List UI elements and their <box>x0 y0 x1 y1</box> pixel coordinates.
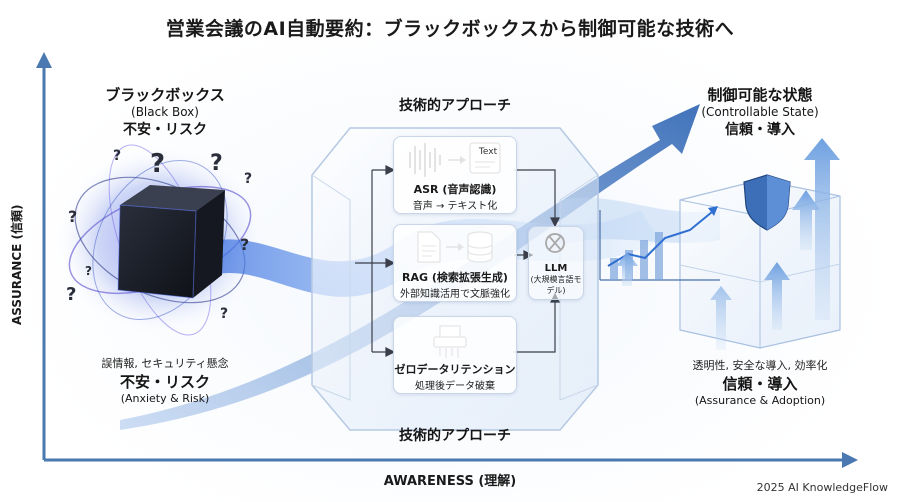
controllable-trust: 信頼・導入 <box>725 122 795 138</box>
approach-top-label: 技術的アプローチ <box>399 98 511 114</box>
approach-bottom-label: 技術的アプローチ <box>399 428 511 444</box>
zero-retention-desc: 処理後データ破棄 <box>415 381 495 392</box>
anxiety-title: 不安・リスク <box>119 373 210 391</box>
question-mark-icon: ? <box>240 235 249 254</box>
axes <box>36 52 858 468</box>
black-box-risk: 不安・リスク <box>123 122 207 138</box>
rag-desc: 外部知識活用で文脈強化 <box>400 289 510 300</box>
rag-title: RAG (検索拡張生成) <box>402 271 508 284</box>
black-box-bottom-label: 誤情報, セキュリティ懸念 不安・リスク (Anxiety & Risk) <box>80 355 250 405</box>
up-arrow-icon <box>616 252 638 286</box>
controllable-subtitle: (Controllable State) <box>701 105 819 119</box>
controllable-title: 制御可能な状態 <box>707 86 813 104</box>
x-axis-label: AWARENESS (理解) <box>383 474 517 489</box>
question-mark-icon: ? <box>113 148 121 164</box>
controllable-top-label: 制御可能な状態 (Controllable State) 信頼・導入 <box>665 84 855 139</box>
controllable-benefits: 透明性, 安全な導入, 効率化 <box>692 359 828 372</box>
black-box-cube <box>117 185 225 299</box>
assurance-subtitle: (Assurance & Adoption) <box>694 394 826 407</box>
asr-desc: 音声 → テキスト化 <box>412 201 498 212</box>
up-arrows-icon <box>764 138 840 330</box>
controllable-bottom-label: 透明性, 安全な導入, 効率化 信頼・導入 (Assurance & Adopt… <box>665 357 855 407</box>
question-mark-icon: ? <box>68 207 77 226</box>
llm-title: LLM <box>544 263 568 274</box>
question-mark-icon: ? <box>244 171 252 187</box>
up-arrow-icon <box>710 286 732 350</box>
question-mark-icon: ? <box>220 306 228 322</box>
question-mark-icon: ? <box>210 151 223 176</box>
footer-credit: 2025 AI KnowledgeFlow <box>756 481 888 494</box>
anxiety-subtitle: (Anxiety & Risk) <box>120 392 210 405</box>
y-axis-arrowhead <box>36 52 52 68</box>
x-axis-arrowhead <box>842 452 858 468</box>
assurance-title: 信頼・導入 <box>722 375 798 393</box>
asr-title: ASR (音声認識) <box>413 183 497 196</box>
zero-retention-card: ゼロデータリテンション 処理後データ破棄 <box>393 316 517 394</box>
question-mark-icon: ? <box>150 149 165 179</box>
black-box-concerns: 誤情報, セキュリティ懸念 <box>101 357 229 370</box>
question-mark-icon: ? <box>66 284 76 305</box>
shield-icon <box>743 174 791 231</box>
text-icon-label: Text <box>478 147 498 157</box>
black-box-title: ブラックボックス <box>105 86 225 104</box>
black-box-subtitle: (Black Box) <box>131 105 199 119</box>
rag-card: RAG (検索拡張生成) 外部知識活用で文脈強化 <box>393 224 517 302</box>
question-marks: ? ? ? ? ? ? ? ? ? <box>66 148 252 322</box>
zero-retention-title: ゼロデータリテンション <box>394 363 516 376</box>
llm-desc: (大規模言語モデル) <box>530 275 582 295</box>
page-title: 営業会議のAI自動要約：ブラックボックスから制御可能な技術へ <box>165 18 735 40</box>
y-axis-label: ASSURANCE (信頼) <box>10 204 24 326</box>
llm-card: LLM (大規模言語モデル) <box>528 226 584 300</box>
black-box-top-label: ブラックボックス (Black Box) 不安・リスク <box>80 84 250 139</box>
asr-card: Text ASR (音声認識) 音声 → テキスト化 <box>393 136 517 214</box>
question-mark-icon: ? <box>85 264 92 278</box>
